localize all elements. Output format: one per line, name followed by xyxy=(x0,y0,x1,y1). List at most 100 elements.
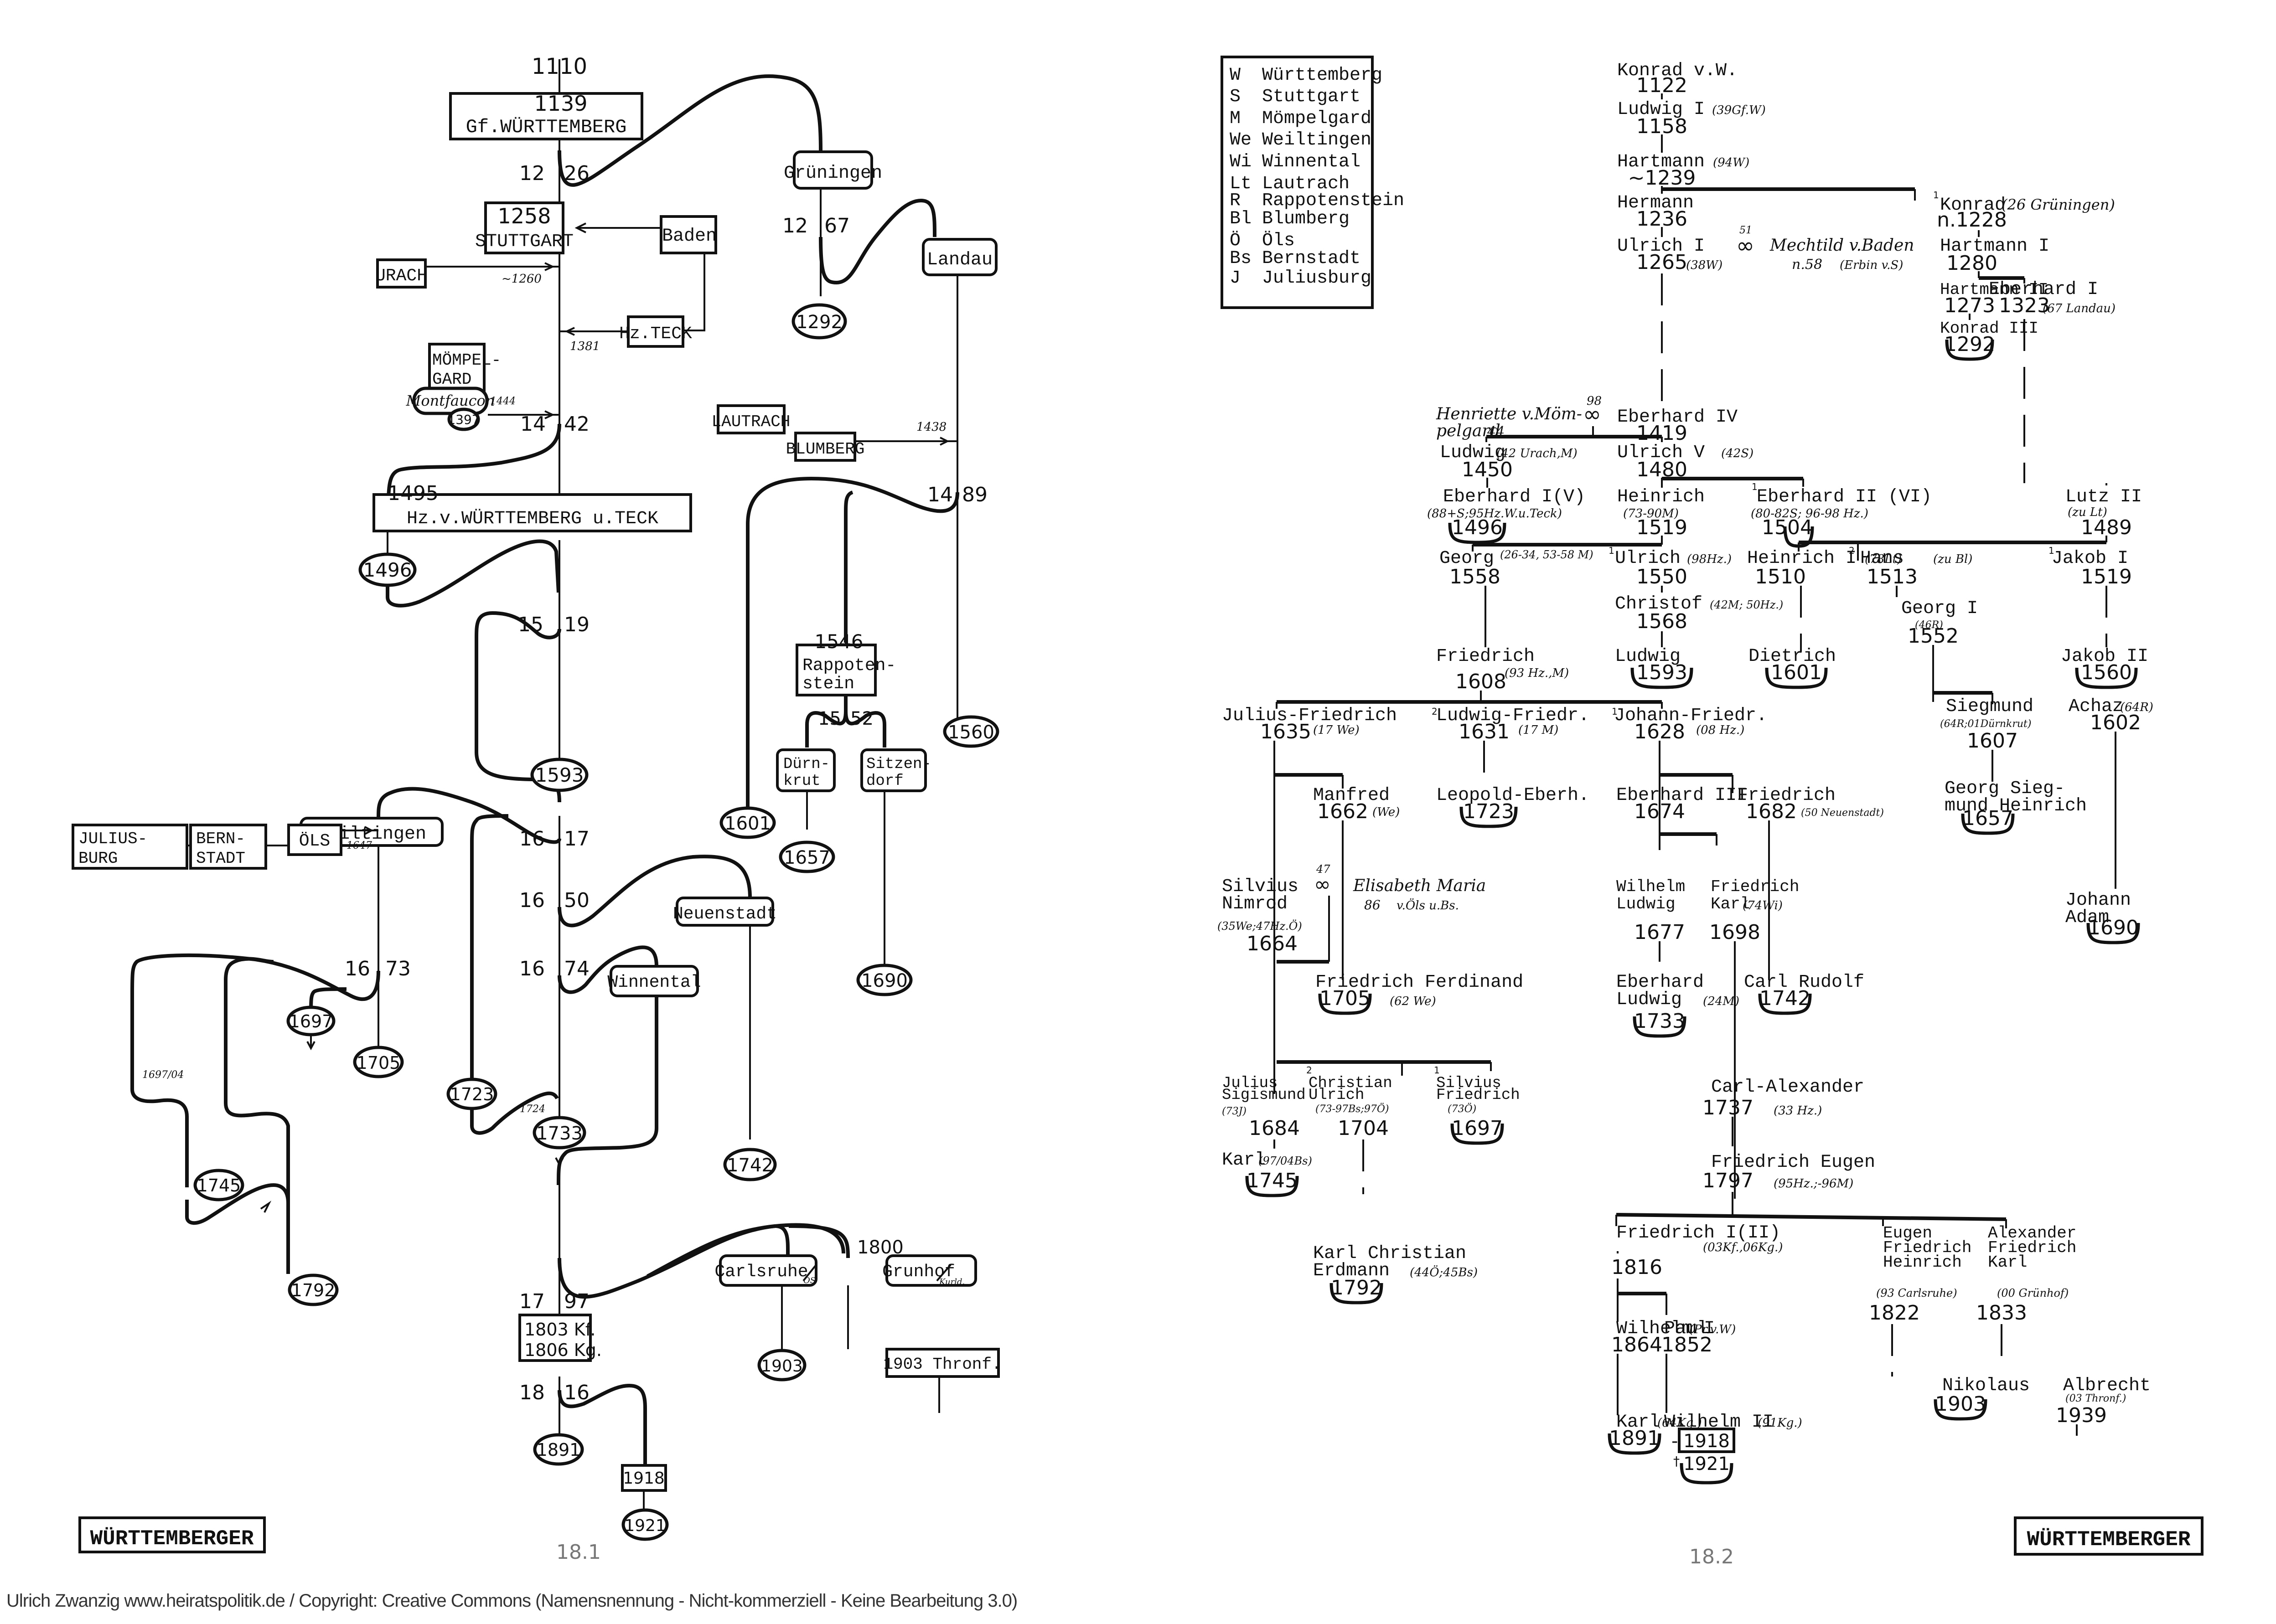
extinct-1496 xyxy=(358,552,417,587)
bernstadt-label: STADT xyxy=(196,849,245,868)
person-note: (42S) xyxy=(1721,447,1754,460)
person-friedrich-i-ii: Friedrich I(II)(03Kf.,06Kg.)1816 xyxy=(1611,1223,1783,1279)
montfaucon-join-year: 1444 xyxy=(490,396,516,407)
dash-glyph: - xyxy=(1671,1431,1678,1452)
person-name: Heinrich xyxy=(1883,1253,1962,1272)
spouse-name: Mechtild v.Baden xyxy=(1769,236,1914,255)
person-note: (03Kf.,06Kg.) xyxy=(1703,1241,1783,1254)
person-name: Georg Sieg- xyxy=(1945,778,2065,799)
legend-name: Stuttgart xyxy=(1262,87,1360,107)
legend-abbr: Wi xyxy=(1230,152,1252,172)
grueningen-label: Grüningen xyxy=(784,163,882,184)
person-note: (95Hz.;-96M) xyxy=(1774,1177,1853,1191)
death-symbol: † xyxy=(1673,1454,1680,1469)
person-name: Hans xyxy=(1860,548,1904,569)
legend-name: Rappotenstein xyxy=(1262,191,1404,211)
person-note: (93 Hz.,M) xyxy=(1505,666,1569,680)
marriage-year: 51 xyxy=(1739,225,1752,236)
stuttgart-label: STUTTGART xyxy=(475,232,574,252)
person-note: (46R) xyxy=(1915,619,1943,631)
person-eberhard-i-v: Eberhard I(V)(88+S;95Hz.W.u.Teck)1496 xyxy=(1427,487,1585,539)
top-year: 1110 xyxy=(532,54,587,79)
person-year: 1657 xyxy=(1962,807,2013,830)
person-name: Eberhard xyxy=(1616,972,1704,993)
marriage-order: 1 xyxy=(1933,190,1939,201)
person-year: 1903 xyxy=(1935,1392,1986,1416)
extinct-1792 xyxy=(288,1273,339,1306)
person-ludwig-friedr: Ludwig-Friedr.(17 M)1631 xyxy=(1436,706,1589,743)
death-year: 1921 xyxy=(1683,1454,1730,1474)
person-year: 1450 xyxy=(1462,458,1513,481)
person-year: 1496 xyxy=(1452,516,1503,539)
extinction-mark xyxy=(1633,1016,1686,1038)
lautrach-label: LAUTRACH xyxy=(712,412,791,431)
marriage-symbol: ∞ xyxy=(1583,402,1601,427)
box-neuenstadt xyxy=(676,897,774,927)
person-name: Heinrich I xyxy=(1747,548,1857,569)
person-note: (42 Urach,M) xyxy=(1496,447,1578,460)
box-urach xyxy=(376,258,427,289)
person-lutz-ii: Lutz II(zu Lt)1489 xyxy=(2065,487,2142,539)
kf-kg-line1: 1803 Kf. xyxy=(524,1320,595,1340)
hz-wuerttemberg-teck-label: Hz.v.WÜRTTEMBERG u.TECK xyxy=(407,508,658,529)
person-year: 1737 xyxy=(1702,1096,1754,1119)
person-name: Carl Rudolf xyxy=(1744,972,1864,993)
extinction-mark xyxy=(1448,522,1506,544)
kf-kg-line2: 1806 Kg. xyxy=(524,1340,602,1360)
person-note: (26-34, 53-58 M) xyxy=(1500,548,1593,561)
person-year: ~1239 xyxy=(1628,166,1696,190)
person-name: Jakob I xyxy=(2052,548,2128,569)
abdication-box xyxy=(1678,1428,1735,1453)
person-year: 1704 xyxy=(1338,1117,1389,1140)
duernkrut-label: krut xyxy=(783,773,821,790)
person-name: Paul xyxy=(1664,1319,1708,1339)
extinction-mark xyxy=(1680,1463,1733,1485)
legend-abbr: Ö xyxy=(1230,230,1241,251)
person-name: Friedrich xyxy=(1436,1087,1520,1104)
urach-label: URACH xyxy=(375,266,427,286)
person-year: 1674 xyxy=(1634,800,1685,823)
box-lautrach xyxy=(717,404,786,434)
person-year: 1677 xyxy=(1634,921,1685,944)
person-note: (zu Bl) xyxy=(1933,552,1972,566)
person-year: 1510 xyxy=(1755,565,1806,588)
person-year: 1939 xyxy=(2056,1404,2107,1427)
box-1918-label: 1918 xyxy=(623,1469,665,1488)
person-name: Carl-Alexander xyxy=(1711,1077,1864,1098)
box-juliusburg xyxy=(72,824,188,870)
extinct-year: 1742 xyxy=(727,1155,773,1176)
person-name: Wilhelm xyxy=(1616,877,1685,896)
extinct-year: 1723 xyxy=(450,1084,494,1104)
person-year: 1552 xyxy=(1908,624,1959,648)
person-name: Ulrich xyxy=(1615,548,1681,569)
person-year: 1608 xyxy=(1455,670,1506,693)
person-name: Dietrich xyxy=(1748,646,1836,667)
person-year: 1797 xyxy=(1702,1169,1754,1192)
split-a: 14 xyxy=(520,412,546,436)
person-year: 1122 xyxy=(1636,74,1687,97)
sitzendorf-label: dorf xyxy=(866,773,904,790)
person-note: (Pr.v.W) xyxy=(1689,1323,1736,1336)
box-kf-kg xyxy=(518,1314,592,1362)
person-year: 1742 xyxy=(1759,987,1810,1010)
person-achaz: Achaz(64R)1602 xyxy=(2069,696,2153,734)
extinct-1601 xyxy=(719,806,776,839)
person-name: Eberhard IV xyxy=(1617,407,1738,428)
box-landau xyxy=(922,238,998,276)
extinct-1745 xyxy=(193,1169,244,1201)
marriage-order: 1 xyxy=(1609,545,1614,556)
person-year: 1265 xyxy=(1636,251,1687,274)
person-name: Erdmann xyxy=(1313,1261,1390,1281)
left-branch-chart: 1110 1139 Gf.WÜRTTEMBERG 12 26 Grüningen… xyxy=(72,54,1002,1564)
person-year: 1723 xyxy=(1463,800,1514,823)
hz-teck-label: Hz.TECK xyxy=(619,324,692,344)
legend-name: Mömpelgard xyxy=(1262,108,1371,129)
